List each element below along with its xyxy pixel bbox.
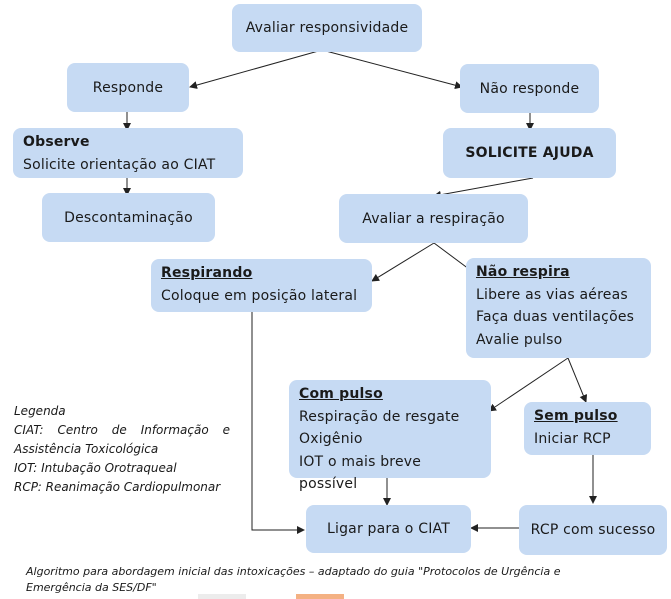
legend-item: RCP: Reanimação Cardiopulmonar bbox=[14, 480, 221, 494]
legend-title: Legenda bbox=[14, 404, 66, 418]
node-label: Não responde bbox=[479, 80, 580, 97]
node-observe: Observe Solicite orientação ao CIAT bbox=[13, 128, 243, 178]
node-label: Descontaminação bbox=[64, 209, 193, 226]
node-respirando: Respirando Coloque em posição lateral bbox=[151, 259, 372, 312]
arrow-nao-respira-to-com-pulso bbox=[488, 357, 569, 412]
node-nao-respira: Não respira Libere as vias aéreas Faça d… bbox=[466, 258, 651, 358]
node-label: Ligar para o CIAT bbox=[327, 521, 450, 537]
node-rcp-sucesso: RCP com sucesso bbox=[519, 505, 667, 555]
node-line: Oxigênio bbox=[299, 431, 363, 447]
node-line: Avalie pulso bbox=[476, 331, 563, 348]
arrow-avaliar-to-nao-responde bbox=[321, 49, 463, 90]
node-line: Coloque em posição lateral bbox=[161, 287, 358, 304]
node-title: Com pulso bbox=[299, 386, 383, 402]
figure-caption: Algoritmo para abordagem inicial das int… bbox=[26, 565, 561, 594]
node-line: Respiração de resgate bbox=[299, 408, 460, 425]
node-solicite-ajuda: SOLICITE AJUDA bbox=[443, 128, 616, 178]
node-avaliar-respiracao: Avaliar a respiração bbox=[339, 194, 528, 243]
node-label: Responde bbox=[92, 79, 164, 96]
node-label: SOLICITE AJUDA bbox=[465, 145, 594, 161]
node-com-pulso: Com pulso Respiração de resgate Oxigênio… bbox=[289, 380, 491, 492]
node-descontaminacao: Descontaminação bbox=[42, 193, 215, 242]
bottom-bar-gray bbox=[198, 594, 246, 599]
arrow-avaliar-to-responde bbox=[189, 49, 323, 89]
legend: Legenda CIAT: Centro de Informação e Ass… bbox=[14, 402, 230, 497]
bottom-bar-orange bbox=[296, 594, 344, 599]
node-line: IOT o mais breve possível bbox=[299, 453, 422, 493]
arrow-nao-respira-to-sem-pulso bbox=[567, 357, 588, 403]
node-line: Faça duas ventilações bbox=[476, 309, 635, 325]
node-sem-pulso: Sem pulso Iniciar RCP bbox=[524, 402, 651, 455]
node-label: Avaliar a respiração bbox=[362, 210, 505, 227]
node-title: Não respira bbox=[476, 264, 570, 280]
node-title: Observe bbox=[23, 134, 90, 150]
node-avaliar-responsividade: Avaliar responsividade bbox=[232, 4, 422, 52]
node-title: Respirando bbox=[161, 265, 253, 281]
node-responde: Responde bbox=[67, 63, 189, 112]
node-line: Iniciar RCP bbox=[534, 430, 611, 447]
node-nao-responde: Não responde bbox=[460, 64, 599, 113]
arrow-respiracao-to-respirando bbox=[371, 242, 435, 282]
legend-item: CIAT: Centro de Informação e Assistência… bbox=[14, 423, 230, 456]
node-label: RCP com sucesso bbox=[530, 522, 656, 538]
legend-item: IOT: Intubação Orotraqueal bbox=[14, 461, 177, 475]
node-label: Avaliar responsividade bbox=[245, 20, 409, 36]
node-line: Libere as vias aéreas bbox=[476, 286, 628, 303]
node-ligar-ciat: Ligar para o CIAT bbox=[306, 505, 471, 553]
arrow-respirando-to-ligar bbox=[251, 312, 305, 534]
arrow-solicite-to-avaliar-respiracao bbox=[433, 177, 534, 199]
node-title: Sem pulso bbox=[534, 408, 618, 424]
node-line: Solicite orientação ao CIAT bbox=[23, 156, 216, 173]
